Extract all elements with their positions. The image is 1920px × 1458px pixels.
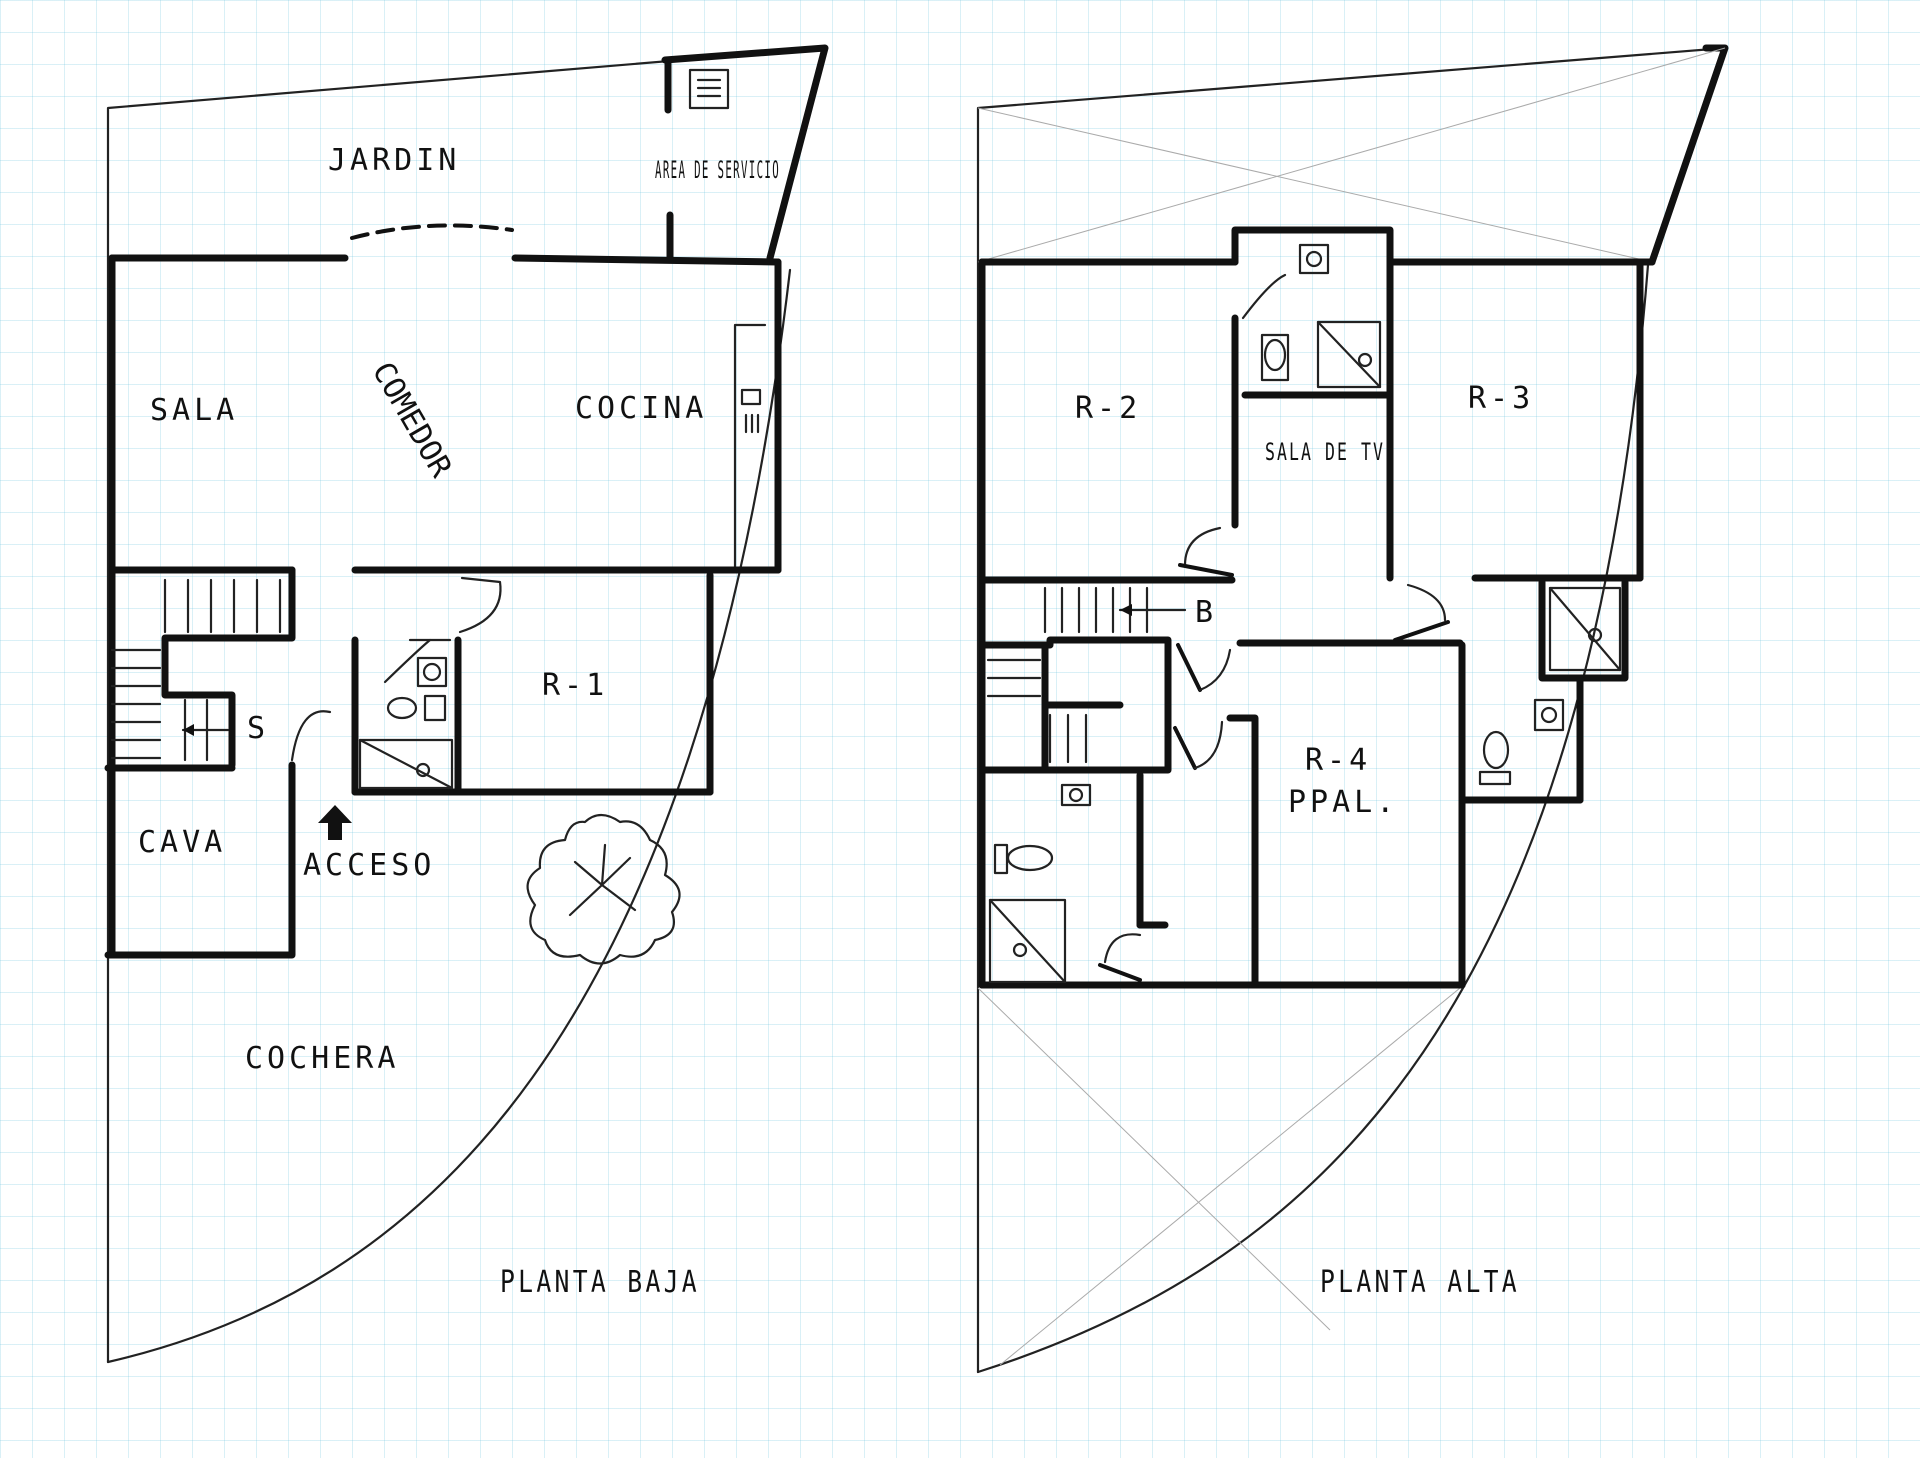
- access-door-swing: [290, 710, 332, 762]
- label-cava: CAVA: [138, 825, 226, 860]
- label-r2: R-2: [1075, 391, 1141, 426]
- stair-marker-s: S: [247, 711, 269, 746]
- label-r1: R-1: [542, 668, 608, 703]
- label-cocina: COCINA: [575, 391, 707, 426]
- void-cross-line: [977, 47, 1726, 263]
- upper-floor-title: PLANTA ALTA: [1320, 1265, 1520, 1300]
- label-acceso: ACCESO: [303, 848, 435, 883]
- r4-door-leaf: [1173, 726, 1197, 770]
- tree-symbol: [526, 813, 681, 965]
- label-area-servicio: AREA DE SERVICIO: [655, 156, 780, 184]
- r4-west-wall: [1226, 714, 1259, 989]
- upper-lot-corner-wall: [1648, 44, 1729, 266]
- lot-boundary: [106, 46, 827, 1364]
- label-cochera: COCHERA: [245, 1041, 399, 1076]
- access-arrow: [318, 805, 352, 840]
- hall-door-swing: [1198, 648, 1232, 692]
- kitchen-counter: [733, 323, 767, 572]
- label-sala: SALA: [150, 393, 238, 428]
- upper-lot-boundary: [976, 46, 1727, 1374]
- lot-corner-wall: [661, 44, 829, 262]
- ground-bathroom: [351, 571, 714, 796]
- label-sala-tv: SALA DE TV: [1265, 438, 1385, 466]
- r2-door-leaf: [1178, 563, 1234, 577]
- label-comedor: COMEDOR: [365, 356, 459, 484]
- lot-curved-edge: [106, 268, 792, 1364]
- r4-door-swing: [1193, 720, 1224, 770]
- garden-opening-dashed: [350, 223, 514, 240]
- label-r3: R-3: [1468, 381, 1534, 416]
- upper-floor-plan: B: [976, 44, 1729, 1374]
- upper-lower-bathroom: [988, 771, 1169, 984]
- r3-door-leaf: [1393, 620, 1450, 642]
- upper-lot-curved-edge: [976, 263, 1650, 1374]
- label-jardin: JARDIN: [328, 143, 460, 178]
- upper-stairs: [978, 586, 1187, 774]
- hall-door-leaf: [1176, 643, 1202, 692]
- void-cross-line: [977, 987, 1331, 1331]
- ground-floor-plan: S JARDIN AREA DE: [104, 44, 829, 1364]
- label-r4-ppal: PPAL.: [1288, 785, 1398, 820]
- upper-top-bathroom: [1231, 226, 1394, 582]
- r3-door-swing: [1406, 583, 1447, 622]
- upper-right-bathroom: [1458, 578, 1629, 804]
- label-r4: R-4: [1305, 743, 1371, 778]
- service-area-block: [664, 56, 730, 262]
- cava-east-wall: [104, 761, 296, 959]
- void-cross-line: [999, 987, 1461, 1366]
- r2-door-swing: [1183, 526, 1222, 567]
- stair-marker-b: B: [1195, 595, 1217, 630]
- ground-floor-title: PLANTA BAJA: [500, 1265, 700, 1300]
- stairs: [110, 566, 296, 769]
- void-cross-line: [977, 107, 1653, 263]
- house-north-wall-right: [511, 254, 782, 266]
